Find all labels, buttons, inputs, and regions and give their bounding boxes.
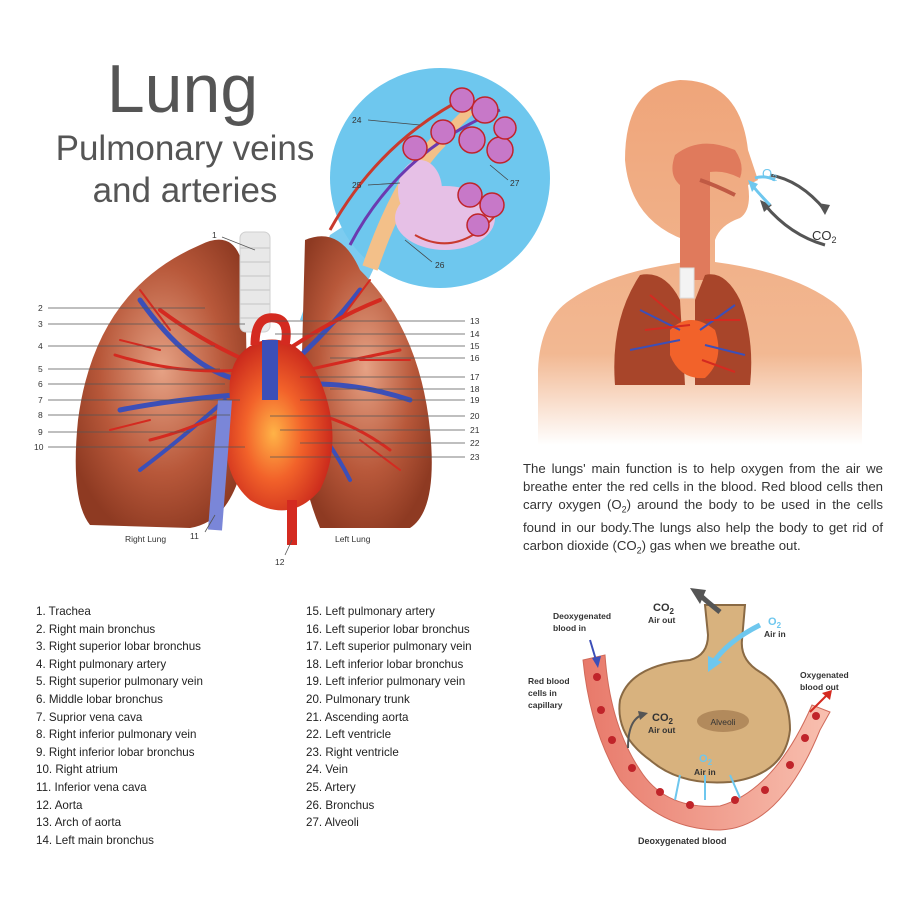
callout-lines-left — [48, 236, 293, 556]
callout-1: 1 — [212, 230, 217, 240]
left-lung-label: Left Lung — [335, 534, 371, 544]
capillary — [582, 654, 831, 831]
callout-26: 26 — [435, 260, 445, 270]
body-silhouette — [538, 80, 862, 445]
legend-item: 12. Aorta — [36, 798, 83, 812]
callout-16: 16 — [470, 353, 480, 363]
label-alveoli: Alveoli — [710, 717, 735, 727]
callout-10: 10 — [34, 442, 44, 452]
body-co2-label: CO2 — [812, 228, 837, 245]
body-o2-label: O2 — [762, 166, 777, 183]
legend-item: 2. Right main bronchus — [36, 622, 156, 636]
legend-item: 9. Right inferior lobar bronchus — [36, 745, 195, 759]
callout-3: 3 — [38, 319, 43, 329]
label-o2-top: O2 — [768, 616, 782, 630]
callout-14: 14 — [470, 329, 480, 339]
legend-item: 25. Artery — [306, 780, 356, 794]
legend-item: 23. Right ventricle — [306, 745, 399, 759]
callout-2: 2 — [38, 303, 43, 313]
zoom-callout-lines — [367, 119, 509, 263]
legend-item: 24. Vein — [306, 763, 348, 777]
legend-item: 4. Right pulmonary artery — [36, 657, 167, 671]
left-lung — [300, 236, 432, 528]
zoom-artery — [328, 93, 471, 231]
legend-item: 13. Arch of aorta — [36, 816, 122, 830]
callout-7: 7 — [38, 395, 43, 405]
callout-27: 27 — [510, 178, 520, 188]
right-lung-vessels — [109, 289, 247, 472]
alveolus-sac — [618, 604, 792, 784]
callout-numbers: 1 2 3 4 5 6 7 8 9 10 11 12 13 14 15 16 1… — [34, 115, 520, 567]
inferior-vena-cava — [208, 399, 232, 531]
legend-item: 27. Alveoli — [306, 816, 359, 830]
legend-item: 11. Inferior vena cava — [36, 780, 147, 794]
callout-8: 8 — [38, 410, 43, 420]
page-title: Lung — [106, 51, 259, 127]
label-deoxygenated-in: Deoxygenated blood in — [553, 611, 613, 633]
subtitle-line-2: and arteries — [92, 171, 278, 210]
legend-item: 3. Right superior lobar bronchus — [36, 640, 201, 654]
label-co2-top: CO2 — [653, 602, 675, 616]
callout-21: 21 — [470, 425, 480, 435]
label-o2-mid: O2 — [699, 753, 713, 767]
legend-item: 26. Bronchus — [306, 798, 375, 812]
callout-4: 4 — [38, 341, 43, 351]
legend-item: 10. Right atrium — [36, 763, 118, 777]
legend-item: 19. Left inferior pulmonary vein — [306, 675, 466, 689]
legend-item: 7. Suprior vena cava — [36, 710, 143, 724]
legend-item: 21. Ascending aorta — [306, 710, 409, 724]
vena-cava — [262, 340, 278, 400]
legend-item: 18. Left inferior lobar bronchus — [306, 657, 464, 671]
legend-column-1: 1. Trachea 2. Right main bronchus 3. Rig… — [36, 603, 203, 849]
label-air-in-top: Air in — [764, 629, 786, 639]
label-co2-mid: CO2 — [652, 712, 674, 726]
subtitle-line-1: Pulmonary veins — [55, 129, 315, 168]
callout-11: 11 — [190, 531, 199, 541]
label-red-blood-cells: Red blood cells in capillary — [528, 676, 572, 710]
callout-23: 23 — [470, 452, 480, 462]
page-subtitle: Pulmonary veins and arteries — [20, 128, 350, 212]
callout-20: 20 — [470, 411, 480, 421]
callout-6: 6 — [38, 379, 43, 389]
callout-24: 24 — [352, 115, 362, 125]
alveoli-exchange-diagram: Deoxygenated blood in CO2 Air out O2 Air… — [528, 588, 851, 846]
callout-18: 18 — [470, 384, 480, 394]
legend-item: 8. Right inferior pulmonary vein — [36, 728, 197, 742]
heart — [225, 339, 333, 511]
zoom-alveoli-clusters — [402, 87, 517, 237]
callout-lines-right — [270, 320, 465, 458]
description-paragraph: The lungs' main function is to help oxyg… — [523, 461, 883, 556]
legend-item: 14. Left main bronchus — [36, 833, 154, 847]
aortic-arch — [250, 313, 291, 346]
legend-item: 15. Left pulmonary artery — [306, 605, 435, 618]
callout-12: 12 — [275, 557, 285, 567]
legend-item: 6. Middle lobar bronchus — [36, 692, 163, 706]
exhale-arrow — [769, 173, 827, 211]
right-lung-label: Right Lung — [125, 534, 166, 544]
legend-item: 22. Left ventricle — [306, 728, 392, 742]
callout-15: 15 — [470, 341, 480, 351]
legend-item: 5. Right superior pulmonary vein — [36, 675, 203, 689]
callout-13: 13 — [470, 316, 480, 326]
callout-19: 19 — [470, 395, 480, 405]
label-air-in-mid: Air in — [694, 767, 716, 777]
alveoli-label-badge — [697, 710, 749, 732]
legend-item: 17. Left superior pulmonary vein — [306, 640, 472, 654]
callout-22: 22 — [470, 438, 480, 448]
legend-item: 1. Trachea — [36, 605, 91, 618]
label-air-out-top: Air out — [648, 615, 676, 625]
callout-25: 25 — [352, 180, 362, 190]
legend-item: 20. Pulmonary trunk — [306, 692, 410, 706]
label-air-out-mid: Air out — [648, 725, 676, 735]
callout-5: 5 — [38, 364, 43, 374]
label-oxygenated-out: Oxygenated blood out — [800, 670, 851, 692]
callout-9: 9 — [38, 427, 43, 437]
legend-column-2: 15. Left pulmonary artery 16. Left super… — [306, 603, 472, 832]
legend-item: 16. Left superior lobar bronchus — [306, 622, 470, 636]
label-deoxygenated-bottom: Deoxygenated blood — [638, 836, 727, 846]
callout-17: 17 — [470, 372, 480, 382]
